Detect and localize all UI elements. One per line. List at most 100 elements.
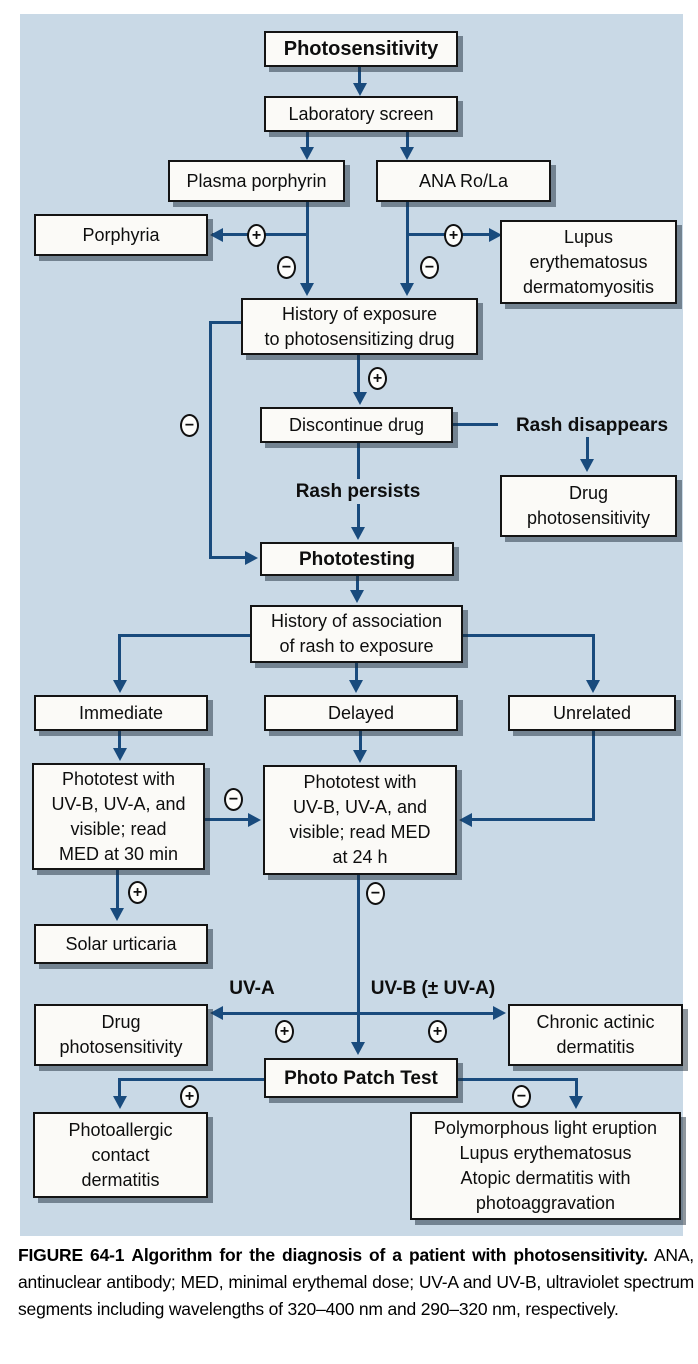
node-photosensitivity: Photosensitivity bbox=[264, 31, 458, 67]
node-photo-patch-test: Photo Patch Test bbox=[264, 1058, 458, 1098]
node-lupus-erythematosus-dermatomyositis: Lupus erythematosus dermatomyositis bbox=[500, 220, 677, 304]
node-polymorphous-light-eruption: Polymorphous light eruption Lupus erythe… bbox=[410, 1112, 681, 1220]
arrowhead-down-icon bbox=[113, 748, 127, 761]
minus-sign-icon: − bbox=[512, 1085, 531, 1108]
edge-label-uv-a: UV-A bbox=[229, 978, 275, 999]
arrowhead-down-icon bbox=[400, 147, 414, 160]
caption-body: ANA, antinuclear antibody; MED, minimal … bbox=[18, 1245, 694, 1319]
connector-line bbox=[211, 321, 241, 324]
minus-sign-icon: − bbox=[420, 256, 439, 279]
arrowhead-right-icon bbox=[248, 813, 261, 827]
node-unrelated: Unrelated bbox=[508, 695, 676, 731]
connector-line bbox=[592, 731, 595, 821]
connector-line bbox=[355, 663, 358, 681]
node-label: Unrelated bbox=[552, 702, 632, 723]
arrowhead-right-icon bbox=[489, 228, 502, 242]
node-label: History of exposure to photosensitizing … bbox=[264, 303, 455, 349]
connector-line bbox=[116, 870, 119, 909]
arrowhead-down-icon bbox=[353, 392, 367, 405]
minus-sign-icon: − bbox=[366, 882, 385, 905]
connector-line bbox=[119, 634, 251, 637]
node-plasma-porphyrin: Plasma porphyrin bbox=[168, 160, 345, 202]
connector-line bbox=[406, 202, 409, 284]
arrowhead-down-icon bbox=[113, 680, 127, 693]
node-history-of-association: History of association of rash to exposu… bbox=[250, 605, 463, 663]
node-photoallergic-contact-dermatitis: Photoallergic contact dermatitis bbox=[33, 1112, 208, 1198]
arrowhead-left-icon bbox=[210, 1006, 223, 1020]
arrowhead-down-icon bbox=[580, 459, 594, 472]
connector-line bbox=[118, 731, 121, 749]
arrowhead-down-icon bbox=[300, 147, 314, 160]
connector-line bbox=[306, 202, 309, 284]
edge-label-rash-persists: Rash persists bbox=[295, 481, 421, 502]
node-label: Polymorphous light eruption Lupus erythe… bbox=[433, 1118, 658, 1213]
node-porphyria: Porphyria bbox=[34, 214, 208, 256]
plus-sign-icon: + bbox=[128, 881, 147, 904]
connector-line bbox=[356, 576, 359, 591]
node-phototesting: Phototesting bbox=[260, 542, 454, 576]
node-label: Discontinue drug bbox=[288, 414, 425, 435]
figure-caption: FIGURE 64-1 Algorithm for the diagnosis … bbox=[18, 1242, 694, 1323]
node-label: Phototesting bbox=[298, 548, 416, 570]
arrowhead-down-icon bbox=[353, 83, 367, 96]
minus-sign-icon: − bbox=[277, 256, 296, 279]
minus-sign-icon: − bbox=[180, 414, 199, 437]
connector-line bbox=[119, 1078, 264, 1081]
plus-sign-icon: + bbox=[180, 1085, 199, 1108]
connector-line bbox=[575, 1078, 578, 1097]
connector-line bbox=[118, 1078, 121, 1097]
node-phototest-24-h: Phototest with UV-B, UV-A, and visible; … bbox=[263, 765, 457, 875]
node-label: Chronic actinic dermatitis bbox=[536, 1012, 655, 1057]
node-label: Lupus erythematosus dermatomyositis bbox=[522, 226, 655, 297]
connector-line bbox=[220, 1012, 498, 1015]
connector-line bbox=[357, 504, 360, 528]
node-immediate: Immediate bbox=[34, 695, 208, 731]
node-label: Photosensitivity bbox=[283, 37, 439, 60]
edge-label-uv-b: UV-B (± UV-A) bbox=[370, 978, 496, 999]
connector-line bbox=[357, 443, 360, 479]
connector-line bbox=[592, 634, 595, 681]
arrowhead-left-icon bbox=[210, 228, 223, 242]
node-solar-urticaria: Solar urticaria bbox=[34, 924, 208, 964]
node-delayed: Delayed bbox=[264, 695, 458, 731]
node-label: Phototest with UV-B, UV-A, and visible; … bbox=[289, 772, 431, 867]
plus-sign-icon: + bbox=[428, 1020, 447, 1043]
connector-line bbox=[453, 423, 498, 426]
node-label: Photoallergic contact dermatitis bbox=[68, 1119, 173, 1190]
arrowhead-down-icon bbox=[349, 680, 363, 693]
plus-sign-icon: + bbox=[247, 224, 266, 247]
arrowhead-down-icon bbox=[110, 908, 124, 921]
connector-line bbox=[205, 818, 249, 821]
connector-line bbox=[462, 634, 594, 637]
arrowhead-down-icon bbox=[300, 283, 314, 296]
connector-line bbox=[470, 818, 594, 821]
node-label: Phototest with UV-B, UV-A, and visible; … bbox=[51, 768, 186, 864]
node-label: Drug photosensitivity bbox=[59, 1012, 183, 1057]
node-label: Laboratory screen bbox=[288, 103, 434, 124]
arrowhead-down-icon bbox=[586, 680, 600, 693]
node-label: History of association of rash to exposu… bbox=[270, 611, 443, 656]
plus-sign-icon: + bbox=[368, 367, 387, 390]
node-chronic-actinic-dermatitis: Chronic actinic dermatitis bbox=[508, 1004, 683, 1066]
connector-line bbox=[359, 731, 362, 751]
connector-line bbox=[458, 1078, 578, 1081]
caption-title: Algorithm for the diagnosis of a patient… bbox=[131, 1245, 648, 1265]
arrowhead-down-icon bbox=[113, 1096, 127, 1109]
node-laboratory-screen: Laboratory screen bbox=[264, 96, 458, 132]
plus-sign-icon: + bbox=[444, 224, 463, 247]
connector-line bbox=[306, 132, 309, 148]
connector-line bbox=[357, 355, 360, 393]
edge-label-rash-disappears: Rash disappears bbox=[515, 415, 669, 436]
arrowhead-down-icon bbox=[569, 1096, 583, 1109]
connector-line bbox=[358, 67, 361, 85]
node-label: Plasma porphyrin bbox=[186, 170, 327, 191]
node-label: Porphyria bbox=[82, 224, 160, 245]
connector-line bbox=[209, 556, 247, 559]
node-ana-ro-la: ANA Ro/La bbox=[376, 160, 551, 202]
connector-line bbox=[357, 875, 360, 1043]
node-label: Photo Patch Test bbox=[284, 1067, 438, 1089]
node-label: ANA Ro/La bbox=[418, 170, 509, 191]
arrowhead-right-icon bbox=[245, 551, 258, 565]
arrowhead-down-icon bbox=[353, 750, 367, 763]
node-discontinue-drug: Discontinue drug bbox=[260, 407, 453, 443]
